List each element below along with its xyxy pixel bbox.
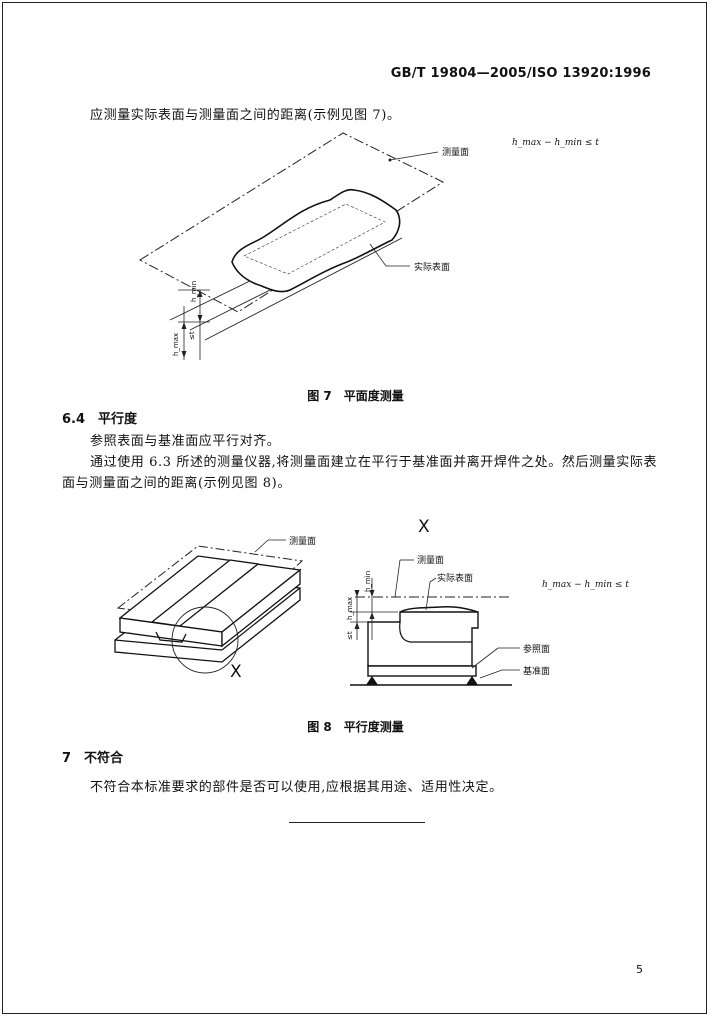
figure8-label-reference-plane: 参照面 (523, 645, 551, 655)
figure7-formula: h_max − h_min ≤ t (512, 138, 599, 148)
figure8-detail-marker-bottom: X (230, 662, 242, 682)
figure7-label-actual-surface: 实际表面 (414, 263, 451, 273)
section-7-para: 不符合本标准要求的部件是否可以使用,应根据其用途、适用性决定。 (90, 780, 503, 795)
end-rule (289, 822, 425, 823)
figure8-label-measuring-plane-right: 测量面 (417, 556, 445, 566)
figure7-caption: 图 7 平面度测量 (307, 389, 404, 403)
figure8-dim-hmin: h_min (364, 570, 372, 592)
figure8-label-actual-surface: 实际表面 (437, 574, 474, 584)
figure8-dim-hmax: h_max (346, 596, 354, 620)
figure8-caption: 图 8 平行度测量 (307, 720, 404, 734)
section-6-4-para1: 参照表面与基准面应平行对齐。 (90, 434, 281, 449)
figure8-formula: h_max − h_min ≤ t (542, 580, 629, 590)
section-7-heading: 7 不符合 (62, 751, 124, 766)
section-6-4-heading: 6.4 平行度 (62, 412, 138, 427)
page-number: 5 (636, 963, 643, 976)
figure8-label-measuring-plane-left: 测量面 (289, 537, 317, 547)
intro-line: 应测量实际表面与测量面之间的距离(示例见图 7)。 (90, 108, 401, 123)
figure8-detail-marker-top: X (418, 517, 430, 537)
section-6-4-para2-line1: 通过使用 6.3 所述的测量仪器,将测量面建立在平行于基准面并离开焊件之处。然后… (90, 455, 658, 470)
figure8-label-datum-plane: 基准面 (523, 667, 551, 677)
figure7-label-measuring-plane: 测量面 (442, 148, 470, 158)
figure8-dim-t: ≤t (346, 631, 354, 640)
section-6-4-para2-line2: 面与测量面之间的距离(示例见图 8)。 (62, 476, 291, 491)
standard-header: GB/T 19804—2005/ISO 13920:1996 (390, 66, 651, 81)
